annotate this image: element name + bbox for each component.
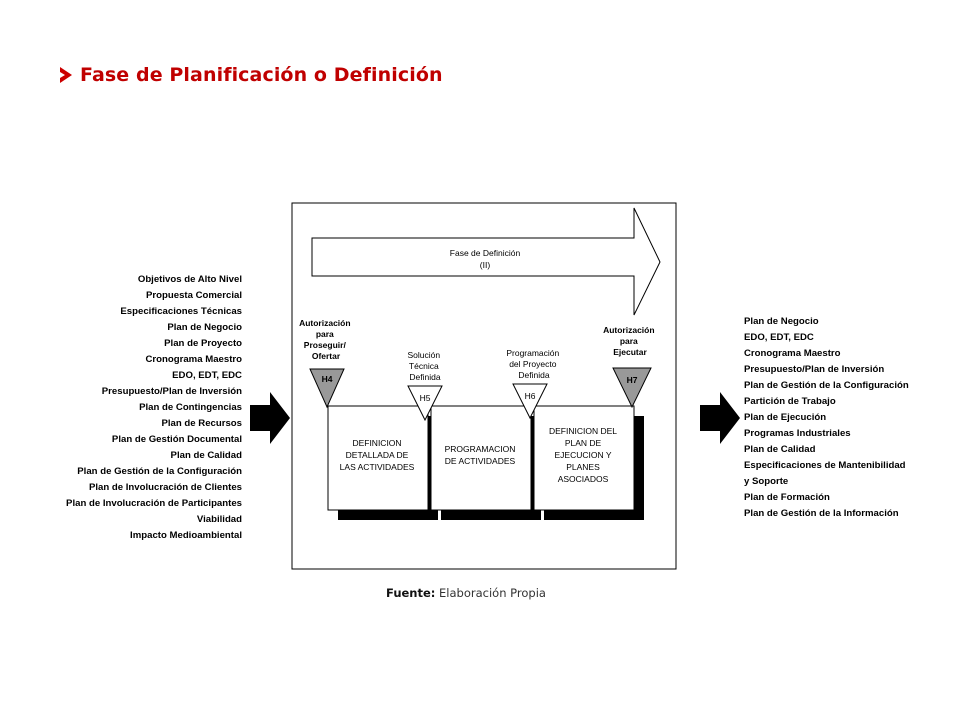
list-item: Plan de Calidad bbox=[170, 450, 242, 461]
activity-1-line: LAS ACTIVIDADES bbox=[340, 462, 415, 472]
activity-box-2 bbox=[430, 405, 532, 511]
activity-3-line: PLANES bbox=[566, 462, 600, 472]
milestone-h4: Autorización para Proseguir/ Ofertar H4 bbox=[299, 318, 353, 409]
activity-3-line: PLAN DE bbox=[565, 438, 602, 448]
activity-2-line: DE ACTIVIDADES bbox=[445, 456, 516, 466]
list-item: Propuesta Comercial bbox=[146, 290, 242, 301]
list-item: EDO, EDT, EDC bbox=[744, 332, 814, 343]
list-item: Plan de Ejecución bbox=[744, 412, 827, 423]
list-item: Impacto Medioambiental bbox=[130, 530, 242, 541]
activity-box-3 bbox=[533, 405, 635, 511]
list-item: Plan de Involucración de Participantes bbox=[66, 498, 242, 509]
list-item: Plan de Gestión Documental bbox=[111, 434, 242, 445]
milestone-h6-label: Programación del Proyecto Definida bbox=[506, 348, 561, 380]
list-item: Programas Industriales bbox=[744, 428, 851, 439]
milestone-h7-label: Autorización para Ejecutar bbox=[603, 325, 657, 357]
activity-1-line: DEFINICION bbox=[352, 438, 401, 448]
list-item: Viabilidad bbox=[196, 514, 242, 525]
milestone-h5: Solución Técnica Definida H5 bbox=[407, 350, 443, 422]
milestone-h4-code: H4 bbox=[322, 374, 333, 384]
list-item: Cronograma Maestro bbox=[744, 348, 841, 359]
milestone-h5-label: Solución Técnica Definida bbox=[408, 350, 443, 382]
list-item: Cronograma Maestro bbox=[145, 354, 243, 365]
slide-title-text: Fase de Planificación o Definición bbox=[80, 64, 443, 86]
phase-arrow bbox=[311, 207, 661, 316]
list-item: Presupuesto/Plan de Inversión bbox=[101, 386, 242, 397]
slide-title: Fase de Planificación o Definición bbox=[60, 60, 443, 90]
activity-3-line: ASOCIADOS bbox=[558, 474, 609, 484]
milestone-h4-label: Autorización para Proseguir/ Ofertar bbox=[299, 318, 353, 361]
list-item: Presupuesto/Plan de Inversión bbox=[744, 364, 885, 375]
milestone-h5-triangle bbox=[407, 385, 443, 422]
list-item: Especificaciones Técnicas bbox=[120, 306, 242, 317]
phase-arrow-line2: (II) bbox=[480, 260, 491, 270]
list-item: Plan de Negocio bbox=[167, 322, 242, 333]
list-item: Plan de Calidad bbox=[744, 444, 816, 455]
list-item: Especificaciones de Mantenibilidad bbox=[744, 460, 906, 471]
milestone-h6-code: H6 bbox=[525, 391, 536, 401]
milestone-h6: Programación del Proyecto Definida H6 bbox=[506, 348, 561, 420]
list-item: Plan de Negocio bbox=[744, 316, 819, 327]
source-caption-label: Fuente: bbox=[386, 586, 436, 600]
list-item: Plan de Gestión de la Configuración bbox=[77, 466, 242, 477]
activity-3-line: DEFINICION DEL bbox=[549, 426, 617, 436]
output-arrow-icon bbox=[700, 392, 740, 444]
activity-1-line: DETALLADA DE bbox=[346, 450, 409, 460]
source-caption: Fuente: Elaboración Propia bbox=[0, 586, 932, 600]
list-item: Partición de Trabajo bbox=[744, 396, 836, 407]
input-arrow-icon bbox=[250, 392, 290, 444]
list-item: Plan de Involucración de Clientes bbox=[88, 482, 242, 493]
arrowhead-bullet-icon bbox=[60, 67, 72, 83]
milestone-h7-triangle bbox=[612, 367, 652, 409]
list-item: Plan de Gestión de la Configuración bbox=[744, 380, 909, 391]
source-caption-text: Elaboración Propia bbox=[435, 586, 546, 600]
milestone-h7: Autorización para Ejecutar H7 bbox=[603, 325, 657, 409]
list-item: Plan de Recursos bbox=[161, 418, 242, 429]
milestone-h6-triangle bbox=[512, 383, 548, 420]
milestone-h5-code: H5 bbox=[420, 393, 431, 403]
list-item: Plan de Formación bbox=[744, 492, 830, 503]
list-item: Plan de Contingencias bbox=[139, 402, 242, 413]
milestone-h4-triangle bbox=[309, 368, 345, 409]
activity-box-1 bbox=[327, 405, 429, 511]
activity-1-text: DEFINICION DETALLADA DE LAS ACTIVIDADES bbox=[340, 438, 415, 472]
phase-arrow-line1: Fase de Definición bbox=[450, 248, 521, 258]
activity-3-text: DEFINICION DEL PLAN DE EJECUCION Y PLANE… bbox=[549, 426, 617, 484]
list-item: EDO, EDT, EDC bbox=[172, 370, 242, 381]
milestone-h7-code: H7 bbox=[627, 375, 638, 385]
list-item: Objetivos de Alto Nivel bbox=[137, 274, 242, 285]
list-item: Plan de Gestión de la Información bbox=[744, 508, 899, 519]
activity-2-line: PROGRAMACION bbox=[445, 444, 516, 454]
activity-3-line: EJECUCION Y bbox=[555, 450, 612, 460]
list-item: Plan de Proyecto bbox=[164, 338, 242, 349]
activity-2-text: PROGRAMACION DE ACTIVIDADES bbox=[445, 444, 516, 466]
list-item: y Soporte bbox=[744, 476, 789, 487]
